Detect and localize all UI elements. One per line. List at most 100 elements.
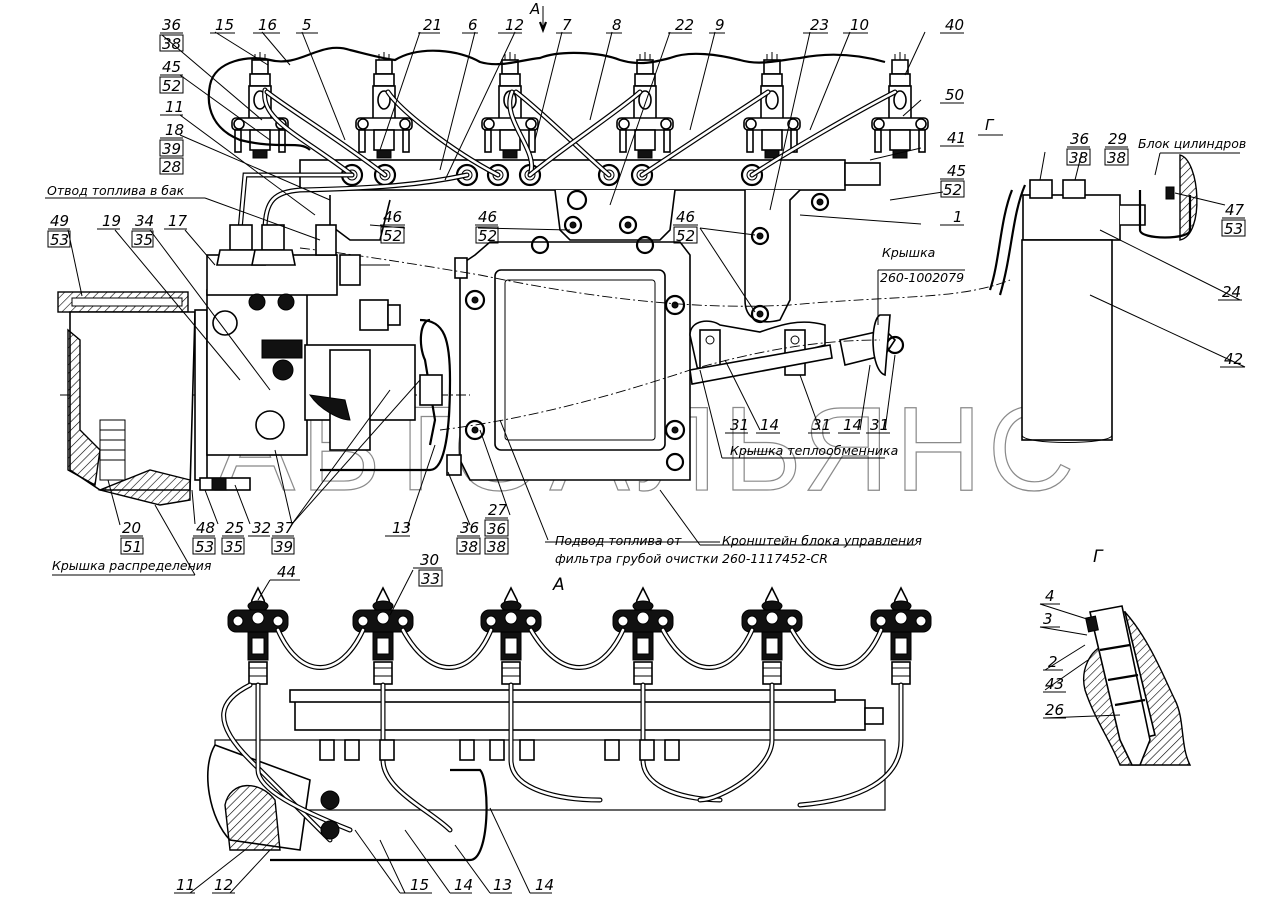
heat-exchanger-bracket [689, 314, 905, 385]
callout-8: 8 [606, 16, 622, 34]
svg-text:38: 38 [487, 538, 506, 556]
caption-ecu-bracket: Кронштейн блока управления 260-1117452-CR [722, 533, 922, 566]
view-g-callout-43: 43 [1043, 675, 1066, 693]
svg-text:11: 11 [165, 98, 184, 116]
view-g-callout-3: 3 [1040, 610, 1060, 628]
ecu-bracket [446, 235, 691, 481]
svg-text:14: 14 [760, 416, 779, 434]
svg-text:51: 51 [123, 538, 142, 556]
svg-text:52: 52 [676, 227, 695, 245]
svg-text:40: 40 [945, 16, 964, 34]
callout-19: 19 [97, 212, 121, 230]
view-g-title: Г [1093, 547, 1104, 567]
svg-text:46: 46 [676, 208, 695, 226]
leader-lines [45, 6, 1246, 894]
svg-text:31: 31 [870, 416, 889, 434]
svg-text:260-1002079: 260-1002079 [880, 270, 964, 285]
svg-text:Подвод топлива от: Подвод топлива от [555, 533, 682, 548]
svg-text:38: 38 [1069, 149, 1088, 167]
pump-outlet-fittings [216, 224, 390, 286]
view-a [207, 587, 932, 862]
svg-text:9: 9 [715, 16, 725, 34]
svg-text:5: 5 [302, 16, 312, 34]
svg-text:31: 31 [812, 416, 831, 434]
svg-text:52: 52 [162, 77, 181, 95]
callout-17: 17 [164, 212, 188, 230]
injector-6 [871, 51, 929, 159]
svg-text:2: 2 [1048, 653, 1058, 671]
view-g-callout-2: 2 [1043, 653, 1063, 671]
caption-cover: Крышка 260-1002079 [878, 245, 965, 285]
svg-text:8: 8 [612, 16, 622, 34]
svg-text:38: 38 [459, 538, 478, 556]
svg-text:47: 47 [1225, 201, 1245, 219]
callout-6: 6 [462, 16, 478, 34]
callout-15: 15 [210, 16, 235, 34]
svg-text:39: 39 [274, 538, 293, 556]
svg-text:24: 24 [1222, 283, 1241, 301]
svg-text:260-1117452-CR: 260-1117452-CR [722, 551, 828, 566]
rail-pressure-sensor [844, 162, 881, 186]
svg-text:15: 15 [410, 876, 429, 894]
view-a-callout-44: 44 [277, 563, 296, 581]
svg-text:33: 33 [421, 570, 440, 588]
svg-text:21: 21 [423, 16, 442, 34]
svg-text:38: 38 [1107, 149, 1126, 167]
svg-text:45: 45 [162, 58, 181, 76]
svg-text:46: 46 [478, 208, 497, 226]
svg-text:10: 10 [850, 16, 869, 34]
svg-text:3: 3 [1043, 610, 1053, 628]
svg-text:31: 31 [730, 416, 749, 434]
svg-text:48: 48 [196, 519, 215, 537]
svg-text:4: 4 [1045, 587, 1055, 605]
svg-text:15: 15 [215, 16, 234, 34]
high-pressure-lines [237, 87, 898, 233]
svg-text:36: 36 [1070, 130, 1089, 148]
return-line [208, 46, 886, 86]
svg-text:38: 38 [162, 35, 181, 53]
svg-text:фильтра грубой очистки: фильтра грубой очистки [555, 551, 718, 566]
svg-text:23: 23 [810, 16, 829, 34]
svg-text:1: 1 [953, 208, 963, 226]
svg-text:53: 53 [195, 538, 214, 556]
svg-text:53: 53 [50, 231, 69, 249]
callout-5: 5 [296, 16, 318, 34]
svg-text:44: 44 [277, 563, 296, 581]
svg-text:12: 12 [505, 16, 524, 34]
svg-text:20: 20 [122, 519, 141, 537]
view-a-callout-14-a: 14 [450, 876, 473, 894]
svg-text:Кронштейн блока управления: Кронштейн блока управления [722, 533, 922, 548]
caption-distribution-cover: Крышка распределения [52, 558, 212, 573]
svg-text:34: 34 [135, 212, 154, 230]
callout-31-c: 31 [866, 416, 890, 434]
svg-text:43: 43 [1045, 675, 1064, 693]
svg-text:16: 16 [258, 16, 277, 34]
svg-text:18: 18 [165, 121, 184, 139]
callout-32: 32 [248, 519, 271, 537]
svg-text:52: 52 [478, 227, 497, 245]
svg-text:36: 36 [460, 519, 479, 537]
svg-text:13: 13 [493, 876, 512, 894]
svg-text:Крышка: Крышка [882, 245, 935, 260]
svg-text:Крышка распределения: Крышка распределения [52, 558, 212, 573]
view-a-callout-12: 12 [212, 876, 235, 894]
svg-text:30: 30 [420, 551, 439, 569]
view-a-callout-11: 11 [174, 876, 195, 894]
svg-text:14: 14 [843, 416, 862, 434]
callout-11: 11 [160, 98, 184, 116]
callout-1: 1 [940, 208, 964, 226]
callout-40: 40 [940, 16, 964, 34]
